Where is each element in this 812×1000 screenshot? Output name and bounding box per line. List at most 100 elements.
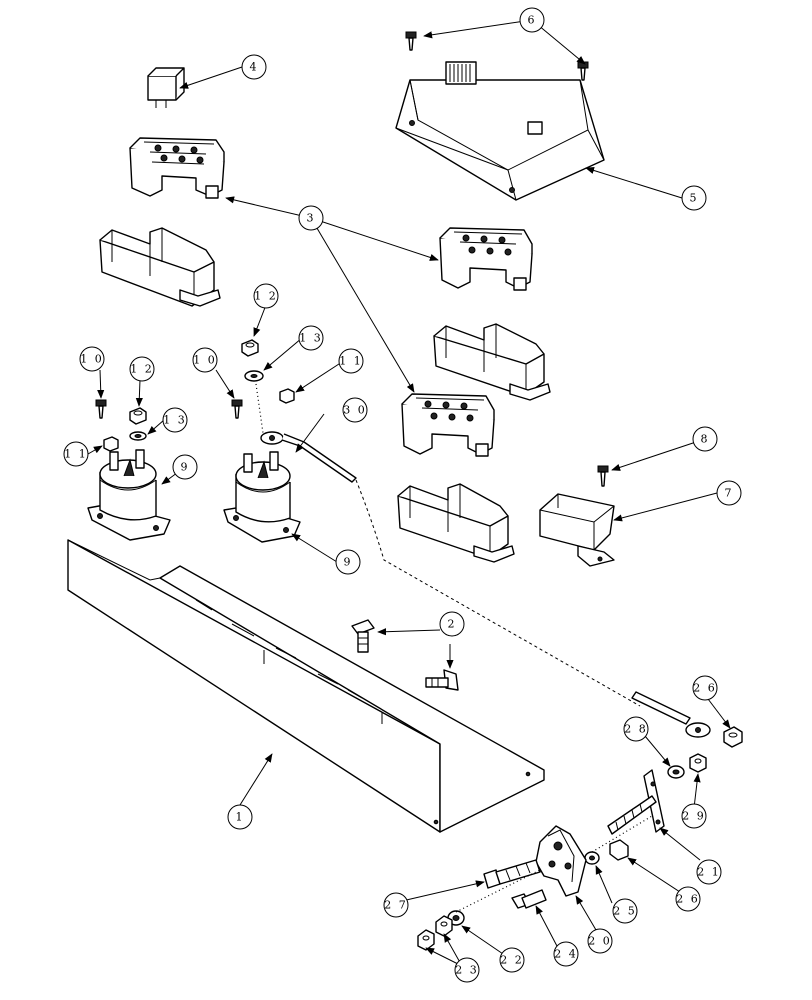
svg-text:2 3: 2 3 xyxy=(455,964,479,977)
bolt-2a xyxy=(351,619,375,653)
svg-text:2 6: 2 6 xyxy=(676,893,700,906)
cable-26 xyxy=(631,691,711,738)
callout-27: 2 7 xyxy=(383,892,409,918)
screw-6b xyxy=(577,61,589,81)
svg-text:1 0: 1 0 xyxy=(80,353,104,366)
nut-29 xyxy=(689,753,707,773)
screw-6a xyxy=(405,31,417,51)
callout-4: 4 xyxy=(241,54,267,80)
fuse-holder-1 xyxy=(99,227,221,307)
callout-25: 2 5 xyxy=(612,898,638,924)
nut-23a xyxy=(417,929,435,951)
svg-text:3: 3 xyxy=(307,212,316,225)
callout-12b: 1 2 xyxy=(253,283,279,309)
fuse-block-3 xyxy=(401,393,495,457)
module-7 xyxy=(539,493,615,567)
bolt-24 xyxy=(511,889,547,909)
screw-10b xyxy=(231,399,243,419)
callout-24: 2 4 xyxy=(553,941,579,967)
callout-22: 2 2 xyxy=(499,947,525,973)
svg-text:2 0: 2 0 xyxy=(588,935,612,948)
svg-text:4: 4 xyxy=(250,61,259,74)
svg-text:1 3: 1 3 xyxy=(163,414,187,427)
callout-11a: 1 1 xyxy=(63,441,89,467)
callout-10b: 1 0 xyxy=(192,347,218,373)
callout-5: 5 xyxy=(681,185,707,211)
svg-text:2 1: 2 1 xyxy=(697,866,721,879)
callout-3: 3 xyxy=(298,205,324,231)
bolt-27 xyxy=(483,859,541,889)
washer-13b xyxy=(244,370,264,382)
stud-bracket-21 xyxy=(607,769,665,835)
terminal-block-20 xyxy=(535,825,587,897)
washer-28 xyxy=(667,765,685,779)
fuse-block-2 xyxy=(439,227,533,291)
callout-12a: 1 2 xyxy=(129,356,155,382)
svg-text:2 6: 2 6 xyxy=(693,682,717,695)
svg-text:1 1: 1 1 xyxy=(64,448,88,461)
fuse-holder-2 xyxy=(433,323,551,401)
solenoid-mid xyxy=(223,451,301,543)
washer-13a xyxy=(129,431,147,441)
svg-text:8: 8 xyxy=(701,433,710,446)
callout-30: 3 0 xyxy=(342,397,368,423)
callout-28: 2 8 xyxy=(623,716,649,742)
svg-text:2 7: 2 7 xyxy=(384,899,408,912)
fuse-holder-3 xyxy=(397,483,515,563)
svg-text:2 2: 2 2 xyxy=(500,954,524,967)
svg-text:1: 1 xyxy=(236,811,245,824)
washer-25 xyxy=(584,851,600,865)
leader-lines xyxy=(87,19,731,967)
svg-text:9: 9 xyxy=(181,461,190,474)
nut-12a xyxy=(129,407,147,425)
svg-text:3 0: 3 0 xyxy=(343,404,367,417)
callout-2a: 2 xyxy=(439,611,465,637)
callout-21: 2 1 xyxy=(696,859,722,885)
svg-text:5: 5 xyxy=(690,192,699,205)
callout-6: 6 xyxy=(519,7,545,33)
svg-text:1 1: 1 1 xyxy=(339,355,363,368)
svg-text:2 8: 2 8 xyxy=(624,723,648,736)
svg-text:7: 7 xyxy=(725,487,734,500)
assembly-line-a xyxy=(255,383,265,441)
panel-plate xyxy=(67,539,545,833)
screw-10a xyxy=(95,399,107,419)
svg-text:9: 9 xyxy=(344,556,353,569)
nut-26b xyxy=(609,839,629,861)
callout-20: 2 0 xyxy=(587,928,613,954)
callout-8: 8 xyxy=(692,426,718,452)
callout-11b: 1 1 xyxy=(338,348,364,374)
nut-11a xyxy=(103,436,119,452)
callout-26b: 2 6 xyxy=(675,886,701,912)
svg-text:1 2: 1 2 xyxy=(254,290,278,303)
callout-9a: 9 xyxy=(172,454,198,480)
callout-9b: 9 xyxy=(335,549,361,575)
callout-13a: 1 3 xyxy=(162,407,188,433)
svg-text:1 0: 1 0 xyxy=(193,354,217,367)
fuse-block-1 xyxy=(129,137,225,199)
screw-8 xyxy=(597,465,609,487)
svg-text:2 4: 2 4 xyxy=(554,948,578,961)
nut-11b xyxy=(279,388,295,404)
svg-text:6: 6 xyxy=(528,14,537,27)
nut-26a xyxy=(723,726,743,748)
callout-26a: 2 6 xyxy=(692,675,718,701)
nut-12b xyxy=(241,339,259,357)
tray-box xyxy=(395,61,605,201)
callout-13b: 1 3 xyxy=(298,325,324,351)
svg-text:1 2: 1 2 xyxy=(130,363,154,376)
callout-10a: 1 0 xyxy=(79,346,105,372)
svg-text:1 3: 1 3 xyxy=(299,332,323,345)
svg-text:2 5: 2 5 xyxy=(613,905,637,918)
svg-text:2: 2 xyxy=(448,618,457,631)
relay xyxy=(147,67,185,108)
solenoid-left xyxy=(87,449,171,541)
callout-1: 1 xyxy=(227,804,253,830)
callout-29: 2 9 xyxy=(681,803,707,829)
callout-7: 7 xyxy=(716,480,742,506)
bolt-2b xyxy=(425,669,459,691)
svg-text:2 9: 2 9 xyxy=(682,810,706,823)
callout-23: 2 3 xyxy=(454,957,480,983)
nut-23b xyxy=(435,915,453,937)
